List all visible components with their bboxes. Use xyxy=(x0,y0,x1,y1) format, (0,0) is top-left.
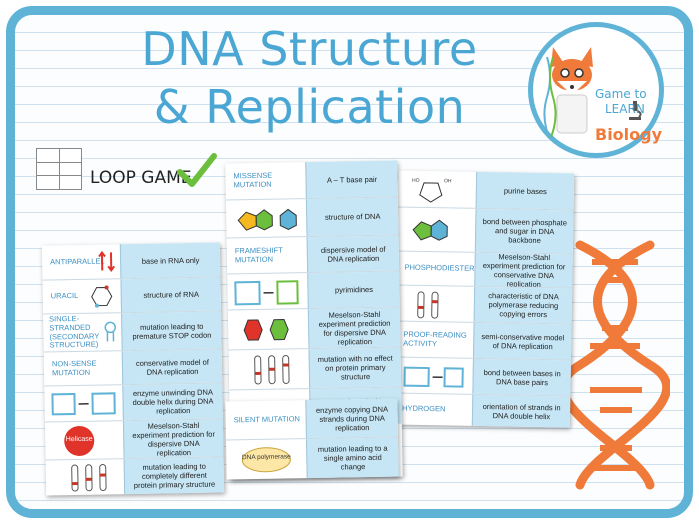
card-row: mutation leading to completely different… xyxy=(45,456,225,496)
card-term: PHOSPHODIESTER xyxy=(404,262,475,274)
card-row: characteristic of DNA polymerase reducin… xyxy=(395,284,573,324)
card-row: bond between bases in DNA base pairs xyxy=(394,356,571,396)
title-line-1: DNA Structure xyxy=(141,22,478,76)
helicase-label: Helicase xyxy=(65,435,93,444)
card-term: URACIL xyxy=(50,291,79,301)
purine-molecule-icon xyxy=(412,219,448,241)
centrifuge-tubes-icon xyxy=(254,355,290,385)
card-definition: conservative model of DNA replication xyxy=(121,349,223,385)
card-term: PROOF-READING ACTIVITY xyxy=(403,329,467,348)
card-definition: purine bases xyxy=(475,171,575,210)
svg-text:OH: OH xyxy=(444,178,452,184)
fox-scientist-icon xyxy=(543,47,593,138)
card-definition: mutation leading to premature STOP codon xyxy=(121,311,222,351)
loop-card-middle: MISSENSE MUTATION A – T base pair struct… xyxy=(225,160,403,480)
card-term: FRAMESHIFT MUTATION xyxy=(234,245,283,264)
card-row: HO OH purine bases xyxy=(398,170,575,210)
centrifuge-tubes-icon xyxy=(417,291,439,319)
card-definition: bond between phosphate and sugar in DNA … xyxy=(474,208,574,254)
card-definition: Meselson-Stahl experiment prediction for… xyxy=(474,252,573,288)
loop-card-left: ANTIPARALLEL base in RNA only URACIL str… xyxy=(41,242,225,496)
card-definition: enzyme copying DNA strands during DNA re… xyxy=(305,398,398,439)
card-definition: Meselson-Stahl experiment prediction for… xyxy=(122,419,224,459)
card-definition: mutation leading to completely different… xyxy=(123,457,225,495)
logo-text-biology: Biology xyxy=(595,125,663,144)
card-row: NON-SENSE MUTATION conservative model of… xyxy=(43,348,223,386)
logo-text-game-to: Game to xyxy=(595,87,647,101)
card-row: URACIL structure of RNA xyxy=(42,276,221,314)
card-definition: A – T base pair xyxy=(305,160,398,199)
card-definition: bond between bases in DNA base pairs xyxy=(472,358,571,396)
logo-text-learn: LEARN xyxy=(605,102,645,116)
card-definition: enzyme unwinding DNA double helix during… xyxy=(122,383,223,421)
hairpin-loop-icon xyxy=(104,321,117,342)
ribose-structure-icon: HO OH xyxy=(412,178,452,203)
card-definition: semi-conservative model of DNA replicati… xyxy=(472,322,572,360)
card-row: ANTIPARALLEL base in RNA only xyxy=(42,242,221,279)
card-row: Helicase Meselson-Stahl experiment predi… xyxy=(44,418,224,460)
card-definition: characteristic of DNA polymerase reducin… xyxy=(473,286,573,324)
centrifuge-tubes-icon xyxy=(71,464,107,492)
card-row: PHOSPHODIESTER Meselson-Stahl experiment… xyxy=(396,250,573,288)
card-term: SILENT MUTATION xyxy=(233,413,300,425)
helicase-enzyme-icon xyxy=(64,425,95,456)
card-row: SILENT MUTATION enzyme copying DNA stran… xyxy=(225,398,398,440)
pyrimidine-molecule-icon xyxy=(243,319,289,341)
card-definition: structure of DNA xyxy=(305,197,399,237)
card-grid-icon xyxy=(36,148,82,190)
card-definition: mutation leading to a single amino acid … xyxy=(306,437,399,479)
card-row: FRAMESHIFT MUTATION dispersive model of … xyxy=(226,234,400,274)
game-to-learn-logo: Game to LEARN Biology xyxy=(528,22,664,158)
card-row: SINGLE-STRANDED (SECONDARY STRUCTURE) mu… xyxy=(43,310,222,352)
loop-card-right: HO OH purine bases bond between phosphate… xyxy=(393,170,575,428)
card-term: HYDROGEN xyxy=(402,403,446,414)
card-term: SINGLE-STRANDED (SECONDARY STRUCTURE) xyxy=(49,314,100,350)
card-row: PROOF-READING ACTIVITY semi-conservative… xyxy=(394,320,572,360)
card-definition: structure of RNA xyxy=(120,277,221,313)
antiparallel-arrows-icon xyxy=(98,250,116,273)
card-term: NON-SENSE MUTATION xyxy=(51,358,97,377)
card-row: bond between phosphate and sugar in DNA … xyxy=(396,206,574,254)
loop-card-middle-lower: SILENT MUTATION enzyme copying DNA stran… xyxy=(225,398,399,480)
uracil-molecule-icon xyxy=(91,285,113,308)
card-row: mutation with no effect on protein prima… xyxy=(228,346,402,390)
svg-text:HO: HO xyxy=(412,178,420,184)
card-row: structure of DNA xyxy=(225,196,399,238)
dna-strands-icon xyxy=(403,366,464,388)
dna-polymerase-enzyme-icon xyxy=(241,447,291,473)
card-row: HYDROGEN orientation of strands in DNA d… xyxy=(393,392,571,428)
dna-polymerase-label: DNA polymerase xyxy=(241,453,291,462)
base-pair-molecule-icon xyxy=(237,208,297,231)
dna-helix-icon xyxy=(560,240,670,490)
card-definition: base in RNA only xyxy=(119,242,221,279)
card-row: DNA polymerase mutation leading to a sin… xyxy=(225,436,399,480)
dna-unwinding-icon xyxy=(51,392,116,416)
card-definition: mutation with no effect on protein prima… xyxy=(308,347,402,389)
card-row: Meselson-Stahl experiment prediction for… xyxy=(227,306,401,350)
dna-strands-icon xyxy=(234,280,299,306)
microscope-icon xyxy=(629,101,642,120)
card-row: enzyme unwinding DNA double helix during… xyxy=(44,382,223,422)
loop-game-label: LOOP GAME xyxy=(90,168,192,188)
check-icon xyxy=(177,153,217,187)
card-row: MISSENSE MUTATION A – T base pair xyxy=(225,160,398,200)
card-row: pyrimidines xyxy=(227,270,400,310)
card-term: MISSENSE MUTATION xyxy=(233,171,273,190)
card-definition: pyrimidines xyxy=(307,271,400,309)
title-line-2: & Replication xyxy=(153,80,466,134)
card-definition: orientation of strands in DNA double hel… xyxy=(471,394,571,428)
card-definition: Meselson-Stahl experiment prediction for… xyxy=(307,307,401,349)
card-definition: dispersive model of DNA replication xyxy=(306,235,400,273)
